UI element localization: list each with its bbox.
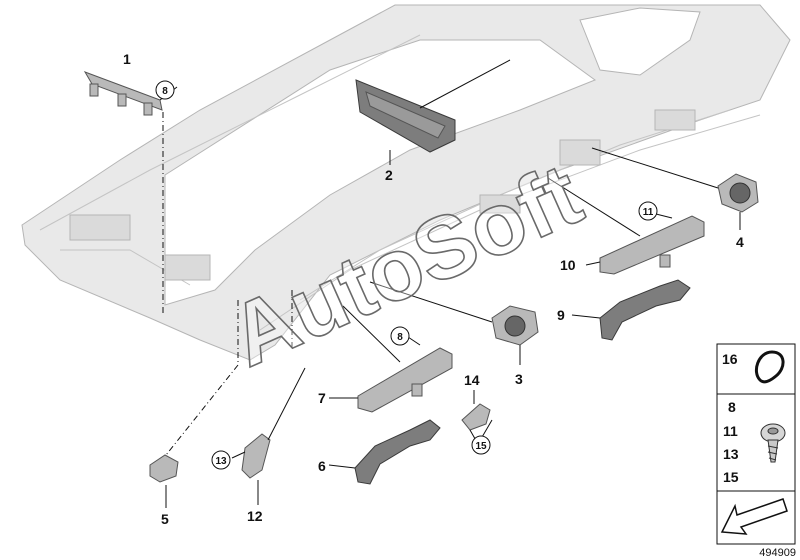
- diagram-id: 494909: [759, 547, 796, 559]
- legend-screw-number-4: 15: [723, 469, 739, 485]
- circled-callout-15: 15: [475, 441, 487, 452]
- callout-10: 10: [560, 257, 576, 273]
- part-5-clip: [149, 454, 179, 483]
- part-12-coat-hook: [241, 433, 271, 479]
- leader-lines: [159, 59, 741, 508]
- callout-2: 2: [385, 167, 393, 183]
- headliner: [21, 4, 791, 361]
- callout-3: 3: [515, 371, 523, 387]
- clip-icon: [755, 350, 785, 384]
- callout-12: 12: [247, 508, 263, 524]
- part-2-cover: [355, 79, 456, 153]
- callout-labels: 1 2 3 4 5 6 7 9 10 12 14: [123, 51, 744, 527]
- circled-callout-11: 11: [643, 207, 654, 218]
- part-10-bracket: [599, 215, 705, 275]
- part-7-bracket: [357, 347, 453, 413]
- circled-callouts: 8 8 11 13 15: [155, 80, 658, 470]
- circled-callout-8-top: 8: [162, 86, 168, 97]
- screw-icon: [760, 423, 786, 463]
- legend-screw-number-2: 11: [723, 423, 738, 439]
- part-14-hook: [461, 403, 491, 431]
- part-9-grab-handle: [599, 279, 691, 341]
- legend-box: 16 8 11 13 15: [716, 343, 796, 545]
- legend-screw-number-3: 13: [723, 446, 739, 462]
- part-3-speaker: [491, 305, 539, 346]
- callout-14: 14: [464, 372, 480, 388]
- callout-9: 9: [557, 307, 565, 323]
- circled-callout-13: 13: [215, 456, 227, 467]
- callout-4: 4: [736, 234, 744, 250]
- callout-5: 5: [161, 511, 169, 527]
- circled-callout-8-mid: 8: [397, 332, 403, 343]
- part-1-bracket: [83, 71, 163, 116]
- part-4-speaker: [717, 173, 759, 213]
- part-6-grab-handle: [354, 419, 441, 485]
- callout-6: 6: [318, 458, 326, 474]
- legend-clip-number: 16: [722, 351, 738, 367]
- callout-1: 1: [123, 51, 131, 67]
- legend-screw-number-1: 8: [728, 399, 736, 415]
- arrow-pointer-icon: [720, 498, 788, 535]
- callout-7: 7: [318, 390, 326, 406]
